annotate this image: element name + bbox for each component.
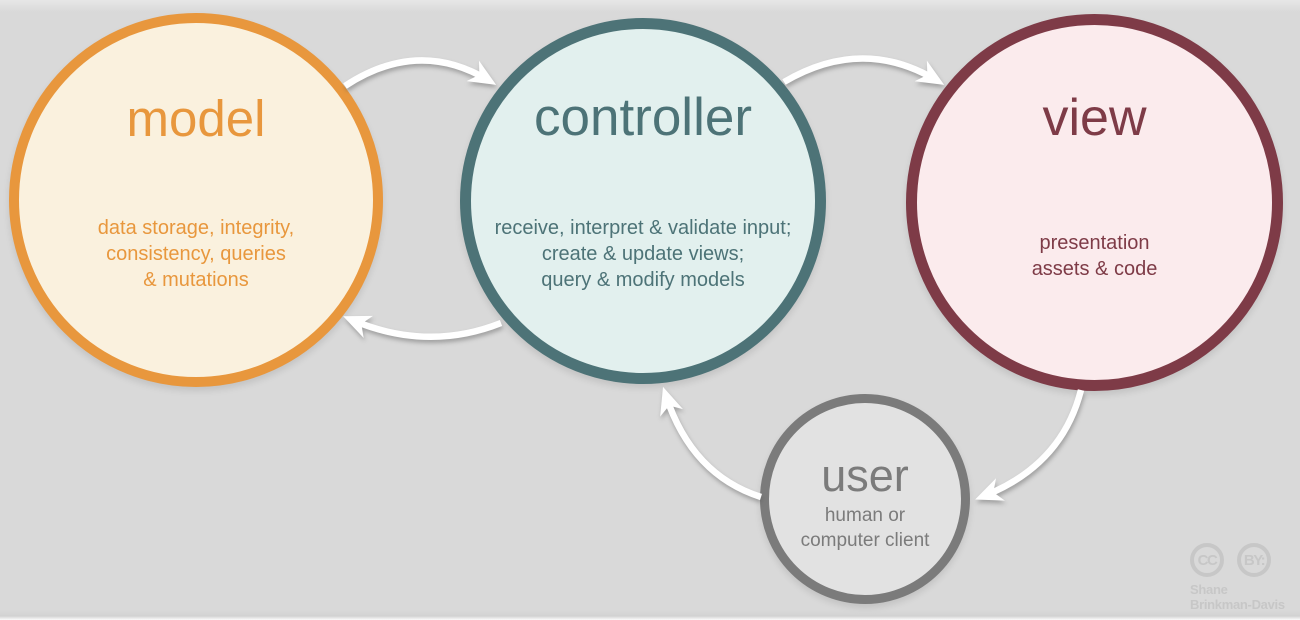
node-model: model data storage, integrity, consisten… (9, 13, 383, 387)
arrow-model-to-controller (343, 57, 497, 89)
node-user-title: user (821, 450, 909, 501)
author-credit: Shane Brinkman-Davis (1190, 582, 1285, 612)
arrow-view-to-user (975, 389, 1085, 501)
arrow-controller-to-model (343, 315, 503, 341)
node-view-title: view (1042, 89, 1147, 147)
node-model-desc-line: data storage, integrity, (97, 217, 295, 239)
node-view: view presentation assets & code (906, 14, 1283, 391)
node-model-description: data storage, integrity, consistency, qu… (19, 215, 373, 293)
node-view-desc-line: presentation (1039, 232, 1150, 254)
author-credit-line: Brinkman-Davis (1190, 597, 1285, 612)
node-model-desc-line: & mutations (143, 269, 249, 291)
node-controller: controller receive, interpret & validate… (460, 18, 826, 384)
node-view-description: presentation assets & code (917, 230, 1272, 282)
node-controller-title: controller (534, 88, 752, 147)
node-model-desc-line: consistency, queries (106, 243, 286, 265)
license-badges: CC BY: (1190, 543, 1285, 577)
license-attribution: CC BY: Shane Brinkman-Davis (1190, 543, 1285, 612)
node-controller-desc-line: create & update views; (541, 243, 745, 265)
arrow-controller-to-view (782, 55, 945, 85)
node-user-desc-line: computer client (800, 530, 930, 551)
node-user: user human or computer client (760, 394, 970, 604)
node-controller-desc-line: query & modify models (541, 269, 745, 291)
node-view-desc-line: assets & code (1031, 258, 1158, 280)
cc-icon: CC (1190, 543, 1224, 577)
arrow-user-to-controller (660, 386, 762, 501)
node-controller-desc-line: receive, interpret & validate input; (494, 217, 792, 239)
cc-by-icon: BY: (1237, 543, 1271, 577)
node-controller-description: receive, interpret & validate input; cre… (471, 215, 815, 293)
node-user-description: human or computer client (769, 503, 961, 553)
node-model-title: model (126, 90, 266, 147)
node-user-desc-line: human or (824, 505, 906, 526)
author-credit-line: Shane (1190, 582, 1228, 597)
